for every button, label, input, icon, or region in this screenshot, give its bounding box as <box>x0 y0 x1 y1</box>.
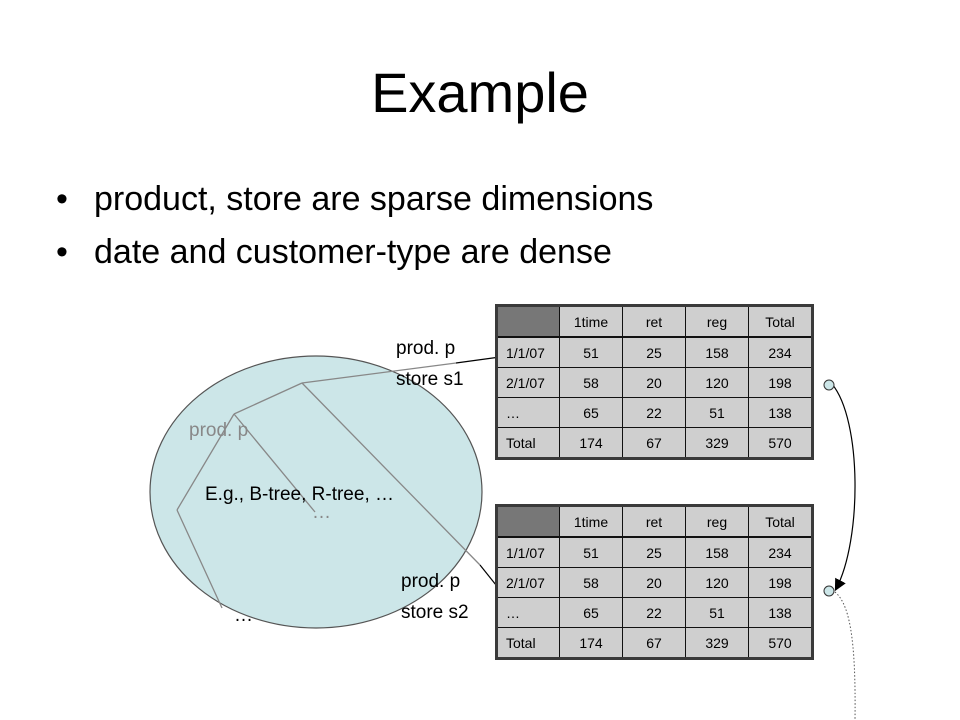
table-cell: 570 <box>748 627 813 659</box>
table-cell: 51 <box>559 336 623 368</box>
table-cell: 158 <box>685 536 749 568</box>
table-cell: 174 <box>559 427 623 459</box>
table-row: … 65 22 51 138 <box>496 397 813 428</box>
table-cell: 65 <box>559 597 623 628</box>
row-header: Total <box>496 427 560 459</box>
slide-title: Example <box>371 61 589 124</box>
table-cell: 120 <box>685 367 749 398</box>
column-header: reg <box>685 505 749 538</box>
table-cell: 570 <box>748 427 813 459</box>
column-header: ret <box>622 505 686 538</box>
bullet-list: • product, store are sparse dimensions •… <box>56 178 653 284</box>
column-header: Total <box>748 305 813 338</box>
row-header: Total <box>496 627 560 659</box>
table-header-row: 1time ret reg Total <box>496 305 813 338</box>
column-header: 1time <box>559 505 623 538</box>
row-header: … <box>496 597 560 628</box>
pointer-line-leaf1 <box>455 356 501 364</box>
table-cell: 138 <box>748 397 813 428</box>
table-header-row: 1time ret reg Total <box>496 505 813 538</box>
table-cell: 51 <box>685 597 749 628</box>
bullet-marker: • <box>56 180 68 218</box>
table-cell: 329 <box>685 627 749 659</box>
table-cell: 67 <box>622 427 686 459</box>
table-cell: 198 <box>748 367 813 398</box>
row-header: 2/1/07 <box>496 367 560 398</box>
ellipsis-middle: … <box>312 502 331 523</box>
table-cell: 22 <box>622 597 686 628</box>
table-cell: 22 <box>622 397 686 428</box>
table-cell: 58 <box>559 567 623 598</box>
bullet-marker: • <box>56 233 68 271</box>
table-cell: 234 <box>748 536 813 568</box>
table-row: Total 174 67 329 570 <box>496 627 813 659</box>
row-header: 1/1/07 <box>496 336 560 368</box>
table-cell: 329 <box>685 427 749 459</box>
table-cell: 51 <box>559 536 623 568</box>
bullet-item: • product, store are sparse dimensions <box>56 178 653 231</box>
table-corner-cell <box>496 505 560 538</box>
table-cell: 58 <box>559 367 623 398</box>
table-cell: 20 <box>622 367 686 398</box>
link-arrow <box>831 383 856 592</box>
tree-lines <box>176 362 481 609</box>
table-row: 2/1/07 58 20 120 198 <box>496 367 813 398</box>
table-row: 2/1/07 58 20 120 198 <box>496 567 813 598</box>
table-cell: 138 <box>748 597 813 628</box>
table-cell: 20 <box>622 567 686 598</box>
column-header: reg <box>685 305 749 338</box>
bullet-text: product, store are sparse dimensions <box>94 180 654 218</box>
index-type-label: E.g., B-tree, R-tree, … <box>205 484 394 505</box>
table-cell: 25 <box>622 536 686 568</box>
table-row: Total 174 67 329 570 <box>496 427 813 459</box>
table-row: … 65 22 51 138 <box>496 597 813 628</box>
table-cell: 120 <box>685 567 749 598</box>
dense-cube-table-s1: 1time ret reg Total 1/1/07 51 25 158 234… <box>495 304 814 460</box>
row-header: 1/1/07 <box>496 536 560 568</box>
inner-node-label: prod. p <box>189 420 249 441</box>
leaf1-label-store: store s1 <box>396 369 464 390</box>
table-cell: 198 <box>748 567 813 598</box>
row-header: 2/1/07 <box>496 567 560 598</box>
table-cell: 234 <box>748 336 813 368</box>
index-ellipse <box>149 355 483 629</box>
dense-cube-table-s2: 1time ret reg Total 1/1/07 51 25 158 234… <box>495 504 814 660</box>
leaf2-label-product: prod. p <box>401 571 461 592</box>
table-cell: 158 <box>685 336 749 368</box>
leaf1-label-product: prod. p <box>396 338 456 359</box>
table-cell: 174 <box>559 627 623 659</box>
link-node-lower <box>823 585 835 597</box>
link-dotted-line <box>831 589 856 720</box>
bullet-text: date and customer-type are dense <box>94 233 612 271</box>
leaf2-label-store: store s2 <box>401 602 469 623</box>
column-header: 1time <box>559 305 623 338</box>
column-header: ret <box>622 305 686 338</box>
table-cell: 65 <box>559 397 623 428</box>
bullet-item: • date and customer-type are dense <box>56 231 653 284</box>
link-node-upper <box>823 379 835 391</box>
table-row: 1/1/07 51 25 158 234 <box>496 536 813 568</box>
column-header: Total <box>748 505 813 538</box>
table-cell: 51 <box>685 397 749 428</box>
table-row: 1/1/07 51 25 158 234 <box>496 336 813 368</box>
ellipsis-bottom: … <box>234 605 253 626</box>
table-cell: 67 <box>622 627 686 659</box>
table-corner-cell <box>496 305 560 338</box>
row-header: … <box>496 397 560 428</box>
table-cell: 25 <box>622 336 686 368</box>
